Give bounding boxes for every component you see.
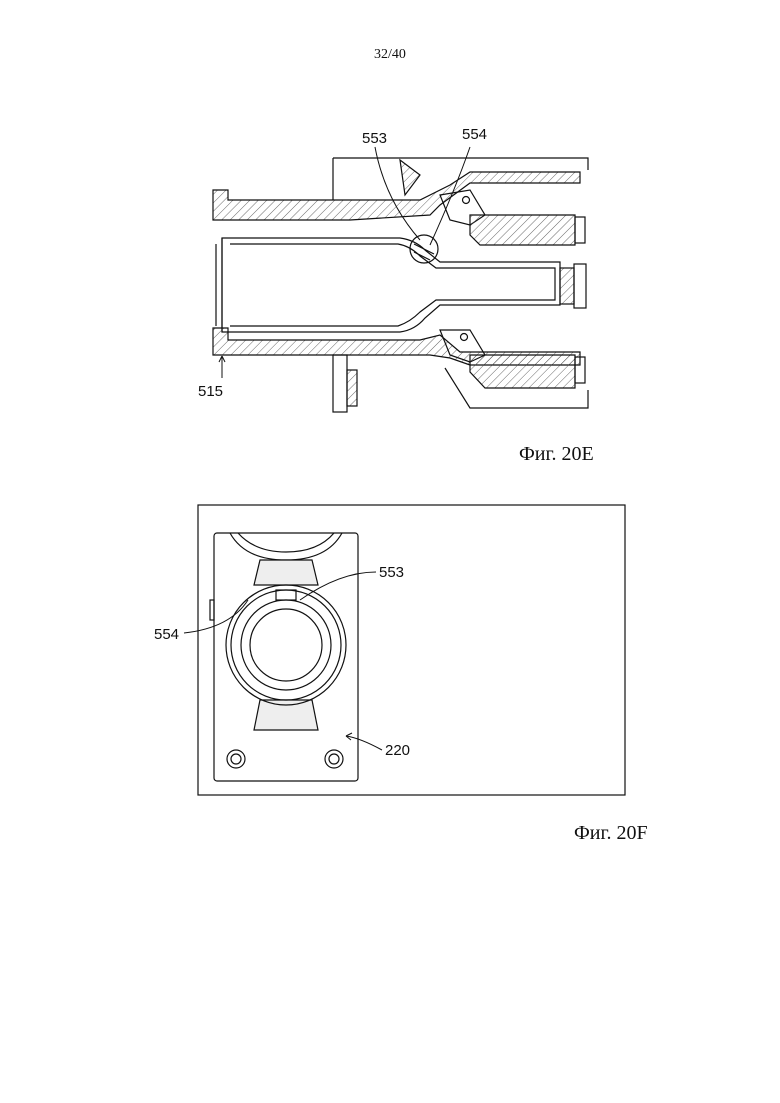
figure-20e-section [213, 158, 588, 412]
label-553-f: 553 [379, 564, 404, 581]
figure-20f-view [198, 505, 625, 795]
label-554-f: 554 [154, 626, 179, 643]
label-553-e: 553 [362, 130, 387, 147]
label-554-e: 554 [462, 126, 487, 143]
label-220-f: 220 [385, 742, 410, 759]
label-515-e: 515 [198, 383, 223, 400]
caption-fig-20f: Фиг. 20F [574, 822, 648, 845]
caption-fig-20e: Фиг. 20E [519, 443, 594, 466]
